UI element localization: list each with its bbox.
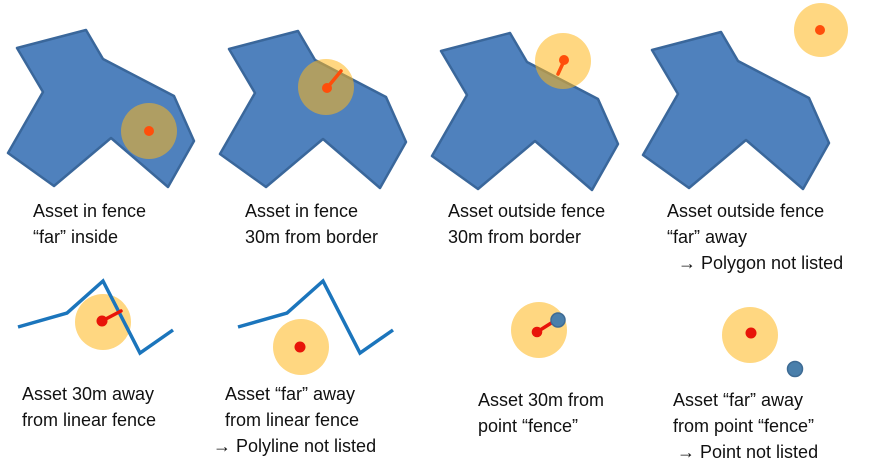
caption-line: “far” inside	[33, 227, 119, 247]
caption-line: Asset 30m away	[22, 384, 155, 404]
caption-line: Asset outside fence	[448, 201, 606, 221]
asset-dot	[531, 326, 543, 338]
caption-line: 30m from border	[245, 227, 379, 247]
asset-dot	[144, 126, 154, 136]
caption-line: Asset in fence	[33, 201, 147, 221]
caption-linear-fence-far: Asset “far” away from linear fence → Pol…	[213, 381, 376, 459]
caption-line: Asset outside fence	[667, 201, 825, 221]
asset-dot	[815, 25, 825, 35]
point-fence-dot	[786, 360, 804, 378]
caption-line: “far” away	[667, 227, 748, 247]
caption-line: 30m from border	[448, 227, 582, 247]
polygon-fence	[6, 28, 196, 189]
asset-dot	[745, 327, 757, 339]
caption-outside-fence-far: Asset outside fence “far” away → Polygon…	[667, 198, 843, 276]
panel-linear-fence-30m	[16, 279, 175, 355]
caption-linear-fence-30m: Asset 30m away from linear fence	[22, 381, 156, 433]
caption-line: from linear fence	[225, 410, 360, 430]
caption-line-arrow: → Point not listed	[677, 442, 819, 461]
point-fence-dot	[550, 312, 566, 328]
panel-outside-fence-30m	[430, 31, 620, 192]
caption-point-fence-30m: Asset 30m from point “fence”	[478, 387, 604, 439]
asset-dot	[294, 341, 306, 353]
caption-outside-fence-30m: Asset outside fence 30m from border	[448, 198, 605, 250]
asset-dot	[559, 55, 569, 65]
caption-line-arrow: → Polygon not listed	[678, 253, 844, 273]
panel-in-fence-far-inside	[6, 28, 196, 189]
caption-in-fence-30m: Asset in fence 30m from border	[245, 198, 378, 250]
caption-line: Asset “far” away	[673, 390, 804, 410]
caption-line-arrow: → Polyline not listed	[213, 436, 377, 456]
caption-line: from linear fence	[22, 410, 157, 430]
caption-line: point “fence”	[478, 416, 579, 436]
panel-outside-fence-far	[641, 3, 848, 191]
caption-in-fence-far-inside: Asset in fence “far” inside	[33, 198, 146, 250]
panel-point-fence-30m	[511, 302, 567, 358]
asset-dot	[96, 315, 108, 327]
caption-point-fence-far: Asset “far” away from point “fence” → Po…	[673, 387, 818, 461]
caption-line: Asset in fence	[245, 201, 359, 221]
caption-line: Asset “far” away	[225, 384, 356, 404]
polygon-fence	[641, 30, 831, 191]
caption-line: from point “fence”	[673, 416, 815, 436]
asset-dot	[322, 83, 332, 93]
panel-in-fence-30m	[218, 29, 408, 190]
panel-point-fence-far	[722, 307, 804, 378]
caption-line: Asset 30m from	[478, 390, 605, 410]
panel-linear-fence-far	[236, 279, 395, 375]
